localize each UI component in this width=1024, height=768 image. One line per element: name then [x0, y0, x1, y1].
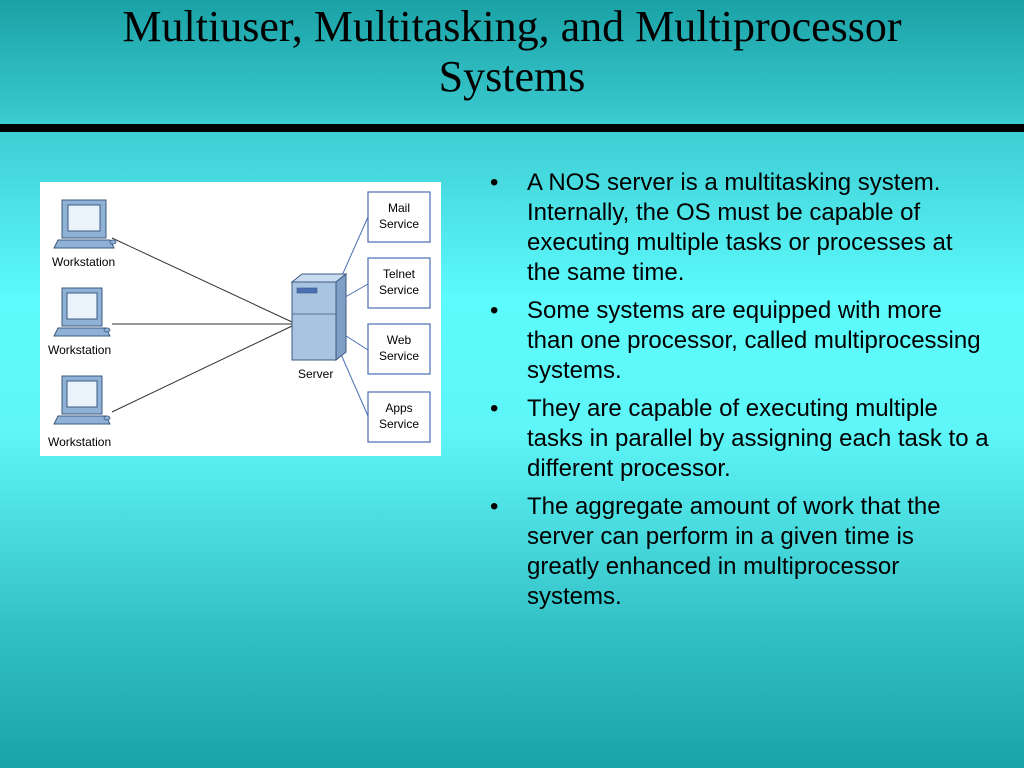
link-workstation3-server — [111, 325, 293, 413]
bullet-text: Some systems are equipped with more than… — [527, 297, 981, 384]
server-tower-icon — [290, 272, 348, 362]
service-box — [367, 191, 431, 243]
service-web-line1: Web — [387, 333, 412, 347]
service-telnet: Telnet Service — [367, 257, 431, 309]
server-label: Server — [298, 367, 333, 381]
computer-icon — [53, 287, 111, 337]
slide-title: Multiuser, Multitasking, and Multiproces… — [0, 2, 1024, 102]
workstation-3: Workstation — [48, 375, 111, 449]
workstation-1-label: Workstation — [52, 255, 115, 269]
service-telnet-line1: Telnet — [383, 267, 416, 281]
bullet-item: • They are capable of executing multiple… — [490, 394, 990, 484]
network-diagram-svg: Workstation Workstation Workstation — [48, 191, 431, 449]
bullet-text: The aggregate amount of work that the se… — [527, 493, 941, 610]
service-web: Web Service — [367, 323, 431, 375]
network-diagram: Workstation Workstation Workstation — [40, 182, 441, 456]
computer-icon — [53, 375, 111, 425]
service-apps-line1: Apps — [385, 401, 412, 415]
service-box — [367, 391, 431, 443]
service-apps: Apps Service — [367, 391, 431, 443]
bullet-list: • A NOS server is a multitasking system.… — [490, 168, 990, 620]
link-server-apps — [339, 351, 369, 417]
slide-title-line1: Multiuser, Multitasking, and Multiproces… — [122, 2, 902, 51]
service-mail-line1: Mail — [388, 201, 410, 215]
service-web-line2: Service — [379, 349, 419, 363]
service-mail: Mail Service — [367, 191, 431, 243]
link-server-mail — [339, 216, 369, 281]
computer-icon — [53, 199, 117, 249]
service-box — [367, 323, 431, 375]
link-workstation1-server — [111, 237, 293, 323]
workstation-1: Workstation — [52, 199, 117, 269]
service-apps-line2: Service — [379, 417, 419, 431]
bullet-item: • A NOS server is a multitasking system.… — [490, 168, 990, 288]
bullet-text: A NOS server is a multitasking system. I… — [527, 169, 953, 286]
bullet-dot-icon: • — [490, 169, 499, 196]
workstation-2-label: Workstation — [48, 343, 111, 357]
bullet-text: They are capable of executing multiple t… — [527, 395, 989, 482]
bullet-dot-icon: • — [490, 493, 499, 520]
workstation-2: Workstation — [48, 287, 111, 357]
bullet-item: • The aggregate amount of work that the … — [490, 492, 990, 612]
bullet-item: • Some systems are equipped with more th… — [490, 296, 990, 386]
workstation-3-label: Workstation — [48, 435, 111, 449]
service-mail-line2: Service — [379, 217, 419, 231]
server: Server — [290, 272, 348, 381]
service-box — [367, 257, 431, 309]
slide-title-line2: Systems — [438, 52, 586, 101]
bullet-dot-icon: • — [490, 395, 499, 422]
bullet-dot-icon: • — [490, 297, 499, 324]
title-divider — [0, 124, 1024, 132]
service-telnet-line2: Service — [379, 283, 419, 297]
